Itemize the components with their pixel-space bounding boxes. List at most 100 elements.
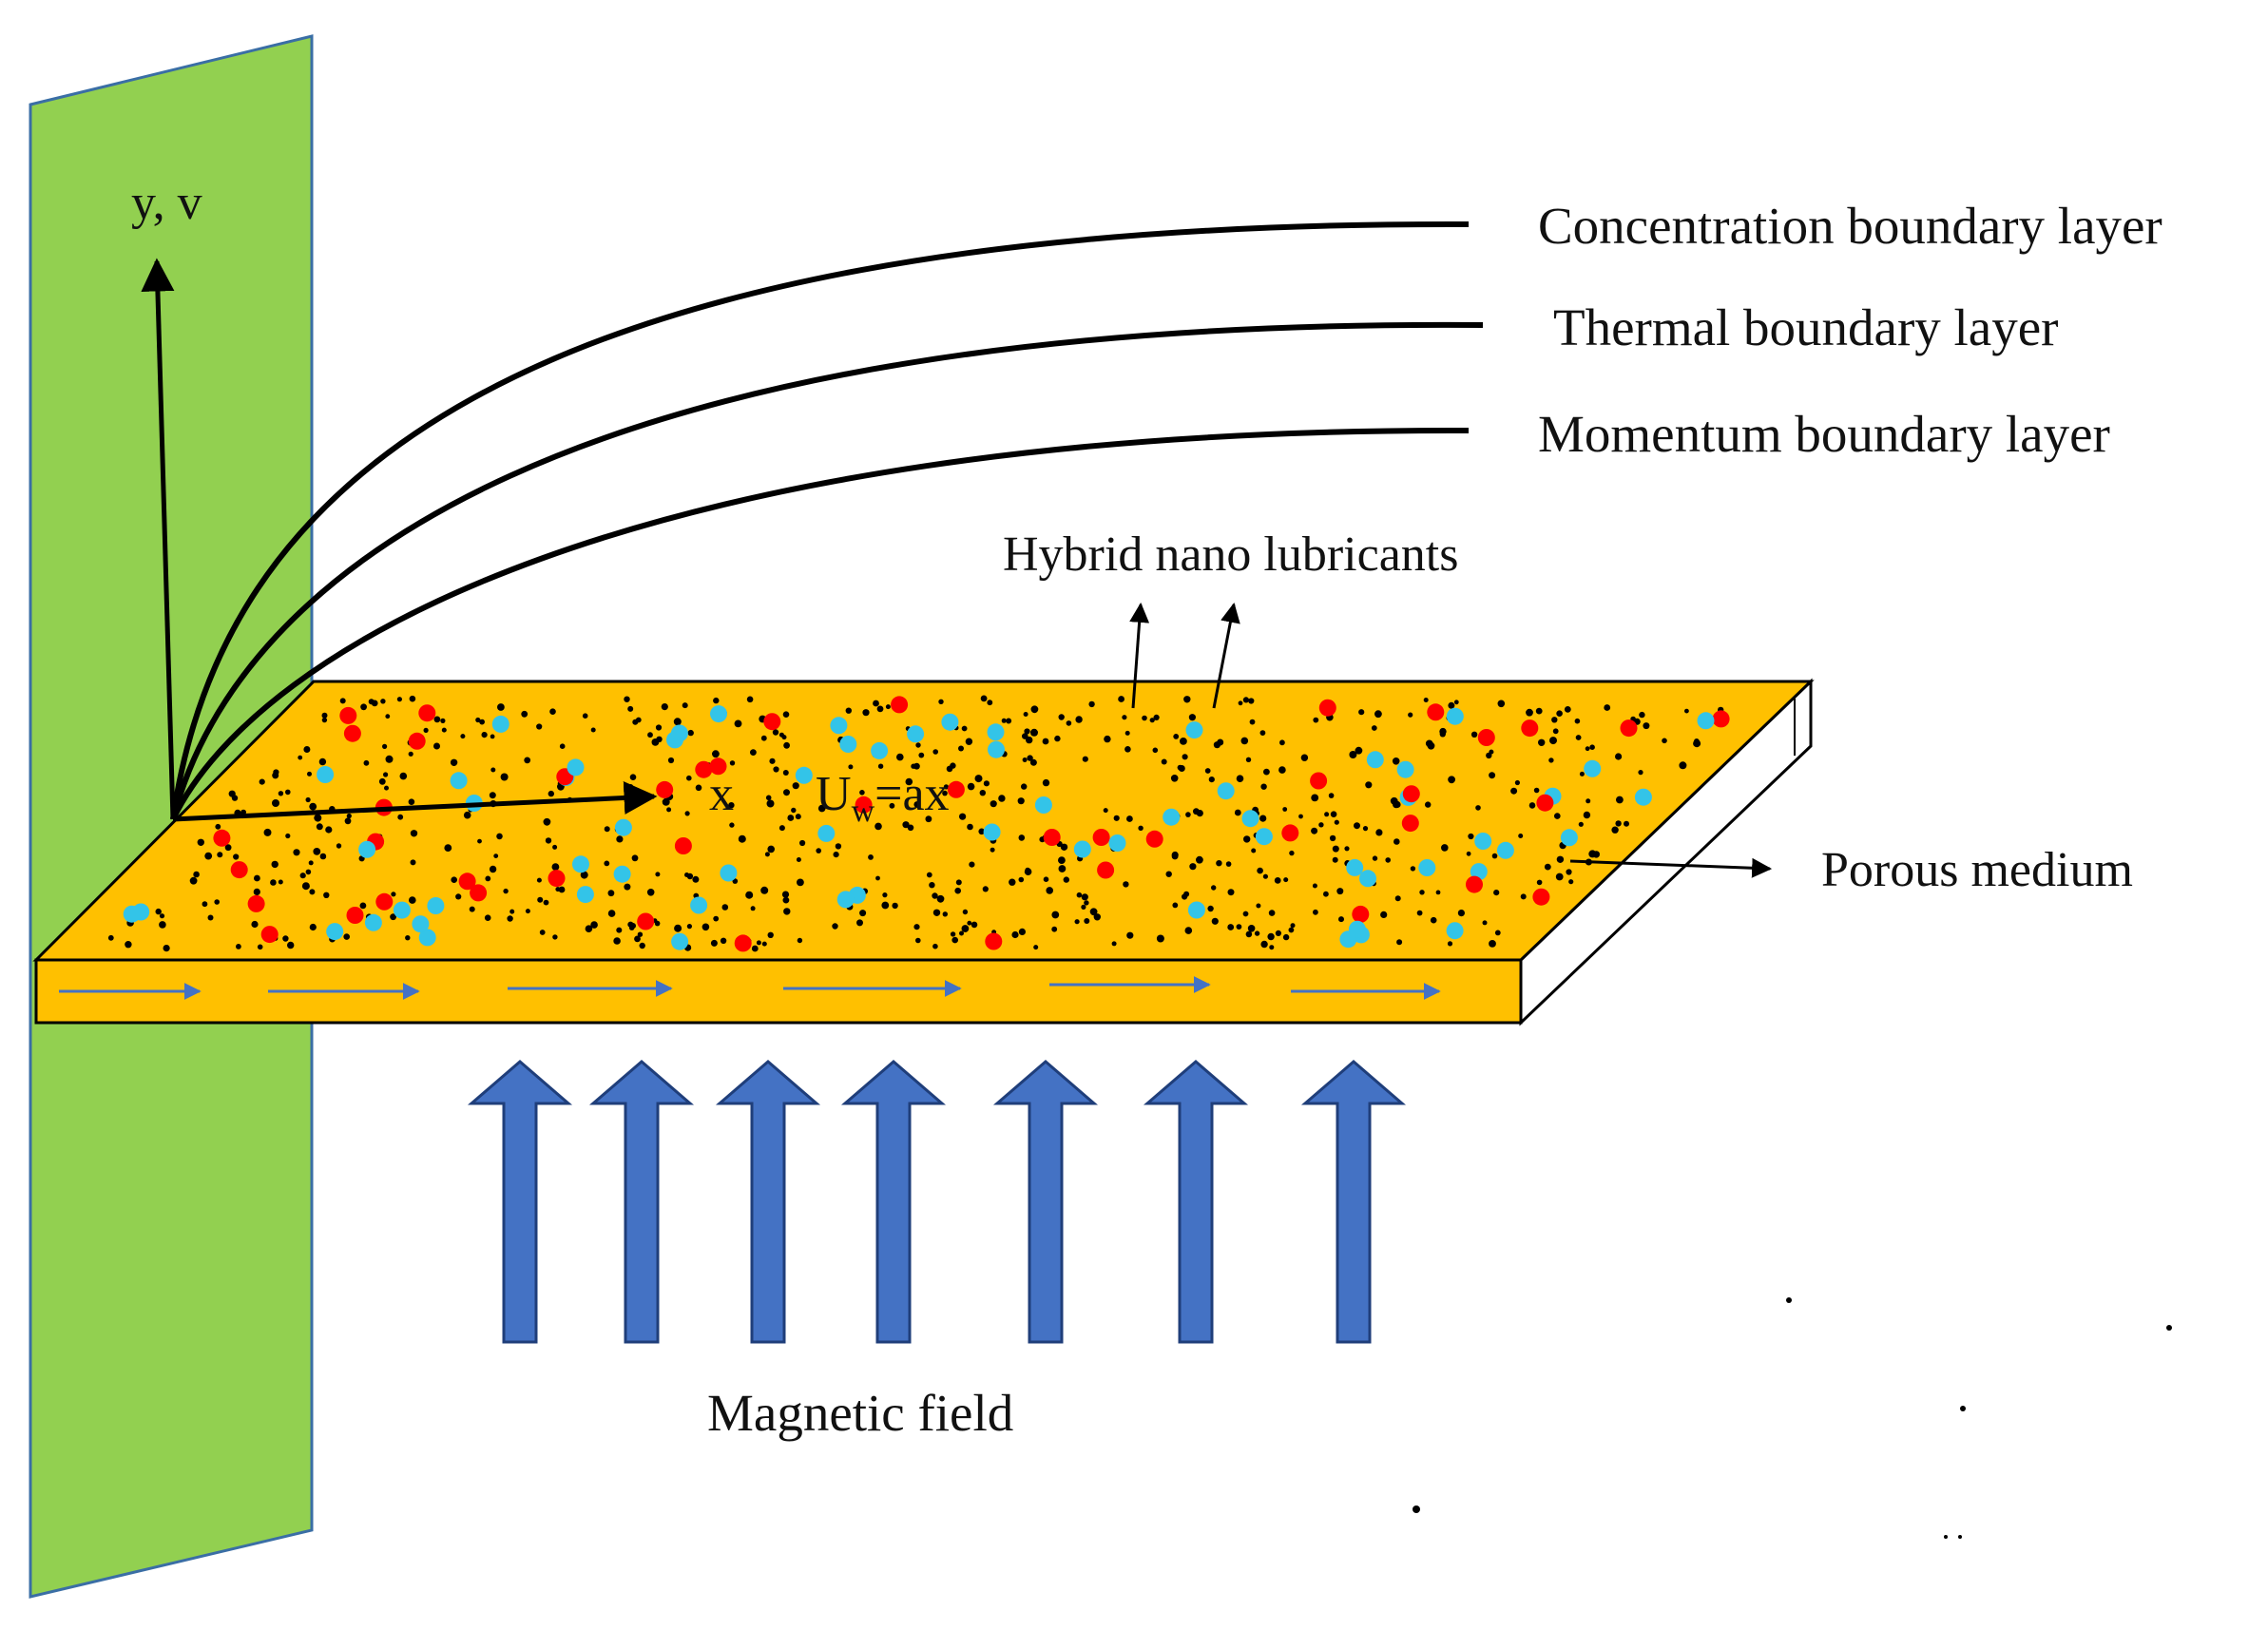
pore-dot <box>942 790 948 796</box>
pore-dot <box>1396 939 1403 946</box>
pore-dot <box>674 924 682 932</box>
nanoparticle-blue <box>988 740 1005 758</box>
pore-dot <box>1662 738 1667 744</box>
pore-dot <box>551 863 560 871</box>
pore-dot <box>1089 908 1098 916</box>
pore-dot <box>1025 867 1030 873</box>
pore-dot <box>1489 772 1496 779</box>
pore-dot <box>1679 761 1687 770</box>
nanoparticle-red <box>260 926 279 944</box>
pore-dot <box>1393 838 1400 845</box>
pore-dot <box>1030 728 1038 737</box>
pore-dot <box>410 859 416 866</box>
pore-dot <box>745 891 754 899</box>
nanoparticle-blue <box>1073 840 1091 858</box>
pore-dot <box>902 821 910 829</box>
speck <box>1786 1297 1792 1303</box>
nanoparticle-blue <box>1697 712 1715 730</box>
nanoparticle-red <box>637 912 655 930</box>
nanoparticle-blue <box>393 901 411 919</box>
pore-dot <box>913 924 920 930</box>
pore-dot <box>214 899 220 905</box>
pore-dot <box>654 920 661 927</box>
pore-dot <box>1170 775 1179 782</box>
pore-dot <box>1535 707 1543 715</box>
pore-dot <box>1189 863 1197 871</box>
pore-dot <box>1124 730 1130 736</box>
pore-dot <box>1332 845 1339 853</box>
pore-dot <box>382 743 388 750</box>
pore-dot <box>915 937 921 944</box>
pore-dot <box>469 906 475 912</box>
pore-dot <box>913 801 920 808</box>
nanoparticle-red <box>1536 794 1554 812</box>
pore-dot <box>1323 891 1329 897</box>
magnetic-arrow-icon <box>588 1060 695 1344</box>
pore-dot <box>555 887 561 892</box>
nanoparticle-red <box>470 884 488 902</box>
pore-dot <box>1336 888 1344 895</box>
pore-dot <box>1385 857 1391 863</box>
pore-dot <box>720 937 727 944</box>
pore-dot <box>1243 835 1251 843</box>
pore-dot <box>967 823 973 831</box>
pore-dot <box>1615 753 1623 760</box>
pore-dot <box>336 843 342 849</box>
pore-dot <box>1275 930 1281 937</box>
x-axis-arrow <box>172 781 658 822</box>
pore-dot <box>1029 758 1037 766</box>
pore-dot <box>272 772 279 779</box>
pore-dot <box>1196 810 1203 817</box>
pore-dot <box>1568 879 1574 885</box>
nanoparticle-blue <box>1474 833 1492 850</box>
pore-dot <box>958 745 964 752</box>
pore-dot <box>1254 930 1260 936</box>
nanoparticle-blue <box>666 731 683 749</box>
pore-dot <box>1380 911 1388 919</box>
pore-dot <box>1081 893 1088 901</box>
pore-dot <box>686 775 692 781</box>
pore-dot <box>1334 819 1339 825</box>
pore-dot <box>862 709 870 717</box>
pore-dot <box>1410 866 1416 872</box>
pore-dot <box>396 697 402 702</box>
pore-dot <box>1088 700 1095 708</box>
pore-dot <box>444 844 452 852</box>
pore-dot <box>950 931 956 937</box>
pore-dot <box>1236 775 1244 782</box>
pore-dot <box>778 825 785 832</box>
nanoparticles <box>123 696 1730 952</box>
pore-dot <box>233 853 240 860</box>
nanoparticle-blue <box>987 723 1005 741</box>
nanoparticle-blue <box>123 905 141 923</box>
pore-dot <box>877 763 884 769</box>
pore-dot <box>301 882 310 891</box>
pore-dot <box>1242 697 1249 703</box>
pore-dot <box>875 822 882 831</box>
pore-dot <box>314 814 322 822</box>
nanoparticle-blue <box>836 891 855 909</box>
pore-dot <box>915 742 921 748</box>
pore-dot <box>1027 755 1033 761</box>
pore-dot <box>885 704 891 710</box>
pore-dot <box>635 717 642 723</box>
pore-dot <box>1282 933 1290 941</box>
pore-dot <box>1188 714 1196 721</box>
pore-dot <box>409 896 416 904</box>
pore-dot <box>481 732 488 738</box>
pore-dot <box>384 785 389 791</box>
pore-dot <box>965 738 973 745</box>
nanoparticle-blue <box>491 715 509 733</box>
pore-dot <box>766 799 775 808</box>
pore-dot <box>1638 770 1643 776</box>
pore-dot <box>1149 718 1155 723</box>
y-axis-label: y, v <box>131 176 202 230</box>
pore-dot <box>309 889 316 895</box>
nanoparticle-blue <box>1634 788 1652 806</box>
pore-dot <box>856 919 863 927</box>
pore-dot <box>1118 696 1124 702</box>
pore-dot <box>548 790 554 797</box>
pore-dot <box>1022 757 1028 762</box>
pore-dot <box>1124 746 1131 753</box>
